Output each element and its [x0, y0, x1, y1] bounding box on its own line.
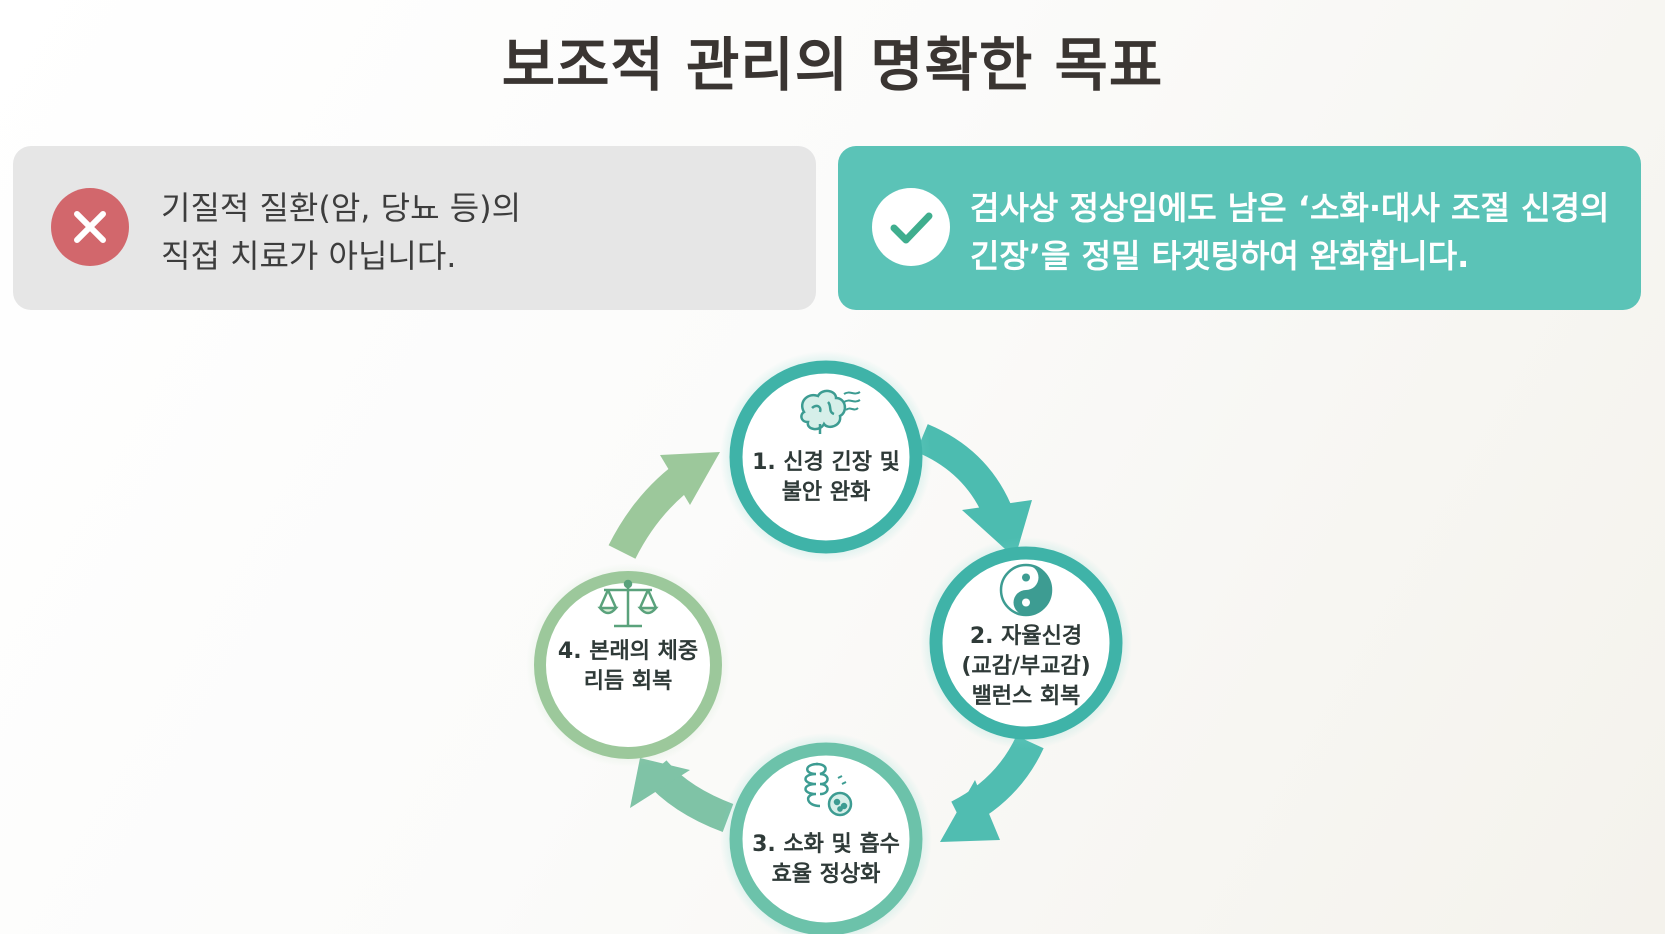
cycle-node-2-line-2: (교감/부교감) [961, 654, 1091, 679]
not-treatment-text: 기질적 질환(암, 당뇨 등)의 직접 치료가 아닙니다. [161, 184, 521, 280]
arrow-3-to-4 [630, 758, 734, 833]
page-title: 보조적 관리의 명확한 목표 [501, 31, 1164, 99]
cycle-node-4-line-1: 4. 본래의 체중 [557, 639, 699, 664]
cycle-node-3 [720, 733, 932, 934]
not-treatment-card: 기질적 질환(암, 당뇨 등)의 직접 치료가 아닙니다. [13, 146, 816, 310]
cycle-node-2 [920, 537, 1132, 749]
arrow-2-to-3 [940, 735, 1044, 842]
not-treatment-line-1: 기질적 질환(암, 당뇨 등)의 [161, 189, 522, 227]
intestine-icon [804, 762, 853, 817]
x-icon [51, 188, 129, 266]
yin-yang-icon [999, 563, 1053, 617]
goal-line-1: 검사상 정상임에도 남은 ‘소화·대사 조절 신경의 [970, 189, 1610, 227]
goal-text: 검사상 정상임에도 남은 ‘소화·대사 조절 신경의 긴장’을 정밀 타겟팅하여… [970, 184, 1609, 280]
cycle-node-4 [526, 563, 730, 767]
scale-icon [597, 579, 659, 628]
cycle-node-2-label: 2. 자율신경 (교감/부교감) 밸런스 회복 [941, 622, 1111, 712]
cycle-node-3-line-2: 효율 정상화 [771, 862, 881, 887]
cycle-node-4-label: 4. 본래의 체중 리듬 회복 [543, 637, 713, 697]
cycle-node-1 [720, 351, 932, 563]
goal-line-2: 긴장’을 정밀 타겟팅하여 완화합니다. [970, 237, 1470, 275]
cycle-node-3-label: 3. 소화 및 흡수 효율 정상화 [741, 830, 911, 890]
not-treatment-line-2: 직접 치료가 아닙니다. [161, 237, 457, 275]
cycle-node-3-line-1: 3. 소화 및 흡수 [752, 832, 900, 857]
check-icon [872, 188, 950, 266]
brain-icon [800, 389, 861, 434]
arrow-4-to-1 [608, 452, 720, 559]
cycle-node-4-line-2: 리듬 회복 [583, 669, 673, 694]
cycle-node-1-line-2: 불안 완화 [781, 480, 871, 505]
cycle-node-1-label: 1. 신경 긴장 및 불안 완화 [741, 448, 911, 508]
cycle-node-2-line-1: 2. 자율신경 [969, 624, 1083, 649]
cycle-node-2-line-3: 밸런스 회복 [971, 684, 1081, 709]
cycle-node-1-line-1: 1. 신경 긴장 및 [752, 450, 900, 475]
goal-card: 검사상 정상임에도 남은 ‘소화·대사 조절 신경의 긴장’을 정밀 타겟팅하여… [838, 146, 1641, 310]
